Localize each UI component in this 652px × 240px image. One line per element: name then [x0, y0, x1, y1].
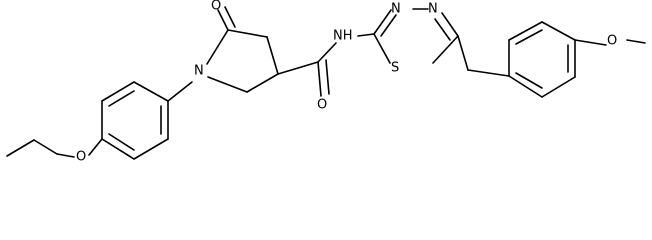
atom-n-ring: N [194, 64, 204, 79]
methoxyphenyl-ring [508, 21, 576, 98]
thiadiazole-ring [373, 8, 459, 64]
atom-o-ethoxy: O [76, 150, 86, 165]
benzyl-linker [457, 35, 510, 77]
pyrrolidinone-ring [206, 6, 279, 93]
amide-group [277, 33, 375, 97]
atom-s: S [391, 61, 399, 76]
ethyl-group [6, 139, 75, 158]
methoxy-group [574, 39, 646, 46]
atom-nh: NH [333, 29, 353, 44]
atom-o-keto: O [211, 0, 221, 14]
atom-n-thiadiazole-1: N [391, 2, 401, 17]
molecule-structure: O N O O NH N N S O [6, 0, 646, 165]
atom-o-methoxy: O [607, 34, 617, 49]
atom-n-thiadiazole-2: N [428, 2, 438, 17]
ethoxyphenyl-ring [88, 81, 193, 160]
atom-o-amide: O [317, 98, 327, 113]
